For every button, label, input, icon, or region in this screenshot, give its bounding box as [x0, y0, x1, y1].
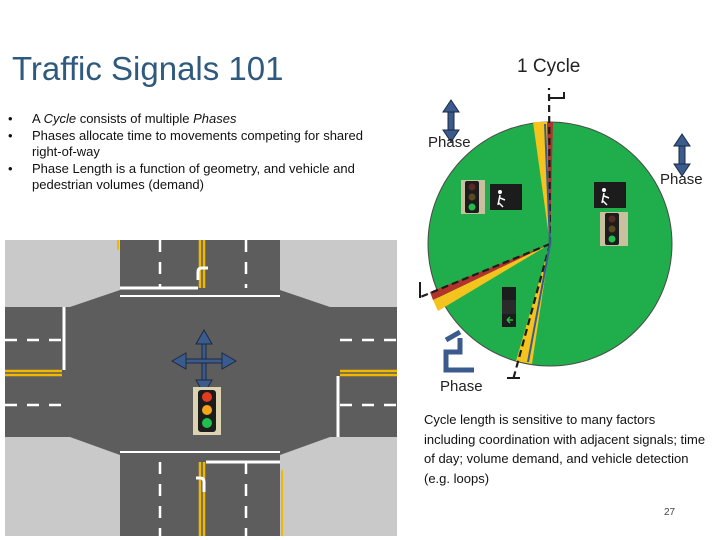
- slide-title: Traffic Signals 101: [12, 50, 284, 87]
- north-south-arrow-icon: [442, 99, 460, 143]
- phase-label: Phase: [440, 378, 483, 395]
- bullet-dot: •: [8, 111, 13, 126]
- bullet-dot: •: [8, 127, 13, 143]
- page-number: 27: [664, 507, 676, 518]
- traffic-light-icon: [461, 180, 485, 214]
- bullet-item: • Phase Length is a function of geometry…: [8, 160, 355, 193]
- bullet-list: • A Cycle consists of multiple Phases • …: [8, 111, 388, 194]
- bullet-item: • Phases allocate time to movements comp…: [8, 127, 363, 160]
- bullet-dot: •: [8, 160, 13, 176]
- bullet-item: • A Cycle consists of multiple Phases: [8, 111, 237, 126]
- walk-signal-icon: [490, 184, 522, 210]
- intersection-box: [70, 290, 330, 455]
- left-turn-arrow-icon: [196, 476, 206, 492]
- north-south-arrow-icon: [673, 133, 691, 177]
- phase-label: Phase: [660, 171, 703, 188]
- cycle-length-note: Cycle length is sensitive to many factor…: [424, 412, 706, 486]
- protected-left-turn-icon: [443, 329, 474, 373]
- phase-label: Phase: [428, 134, 471, 151]
- left-turn-arrow-icon: [196, 266, 208, 280]
- pie-yellow-slice-left: [433, 244, 550, 311]
- left-arrow-signal-icon: [502, 287, 516, 327]
- traffic-light-icon: [193, 387, 221, 435]
- walk-signal-icon: [594, 182, 626, 208]
- pie-red-slice: [430, 244, 550, 300]
- cycle-label: 1 Cycle: [517, 56, 581, 77]
- traffic-light-icon: [600, 212, 628, 246]
